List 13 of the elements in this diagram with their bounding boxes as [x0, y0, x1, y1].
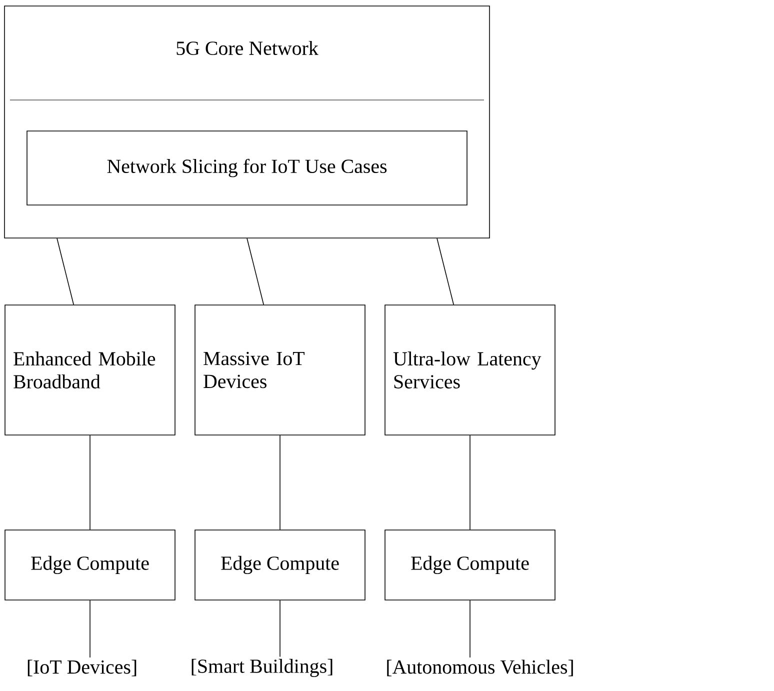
- edge-compute-box: Edge Compute: [194, 530, 366, 600]
- endpoint-label: [Autonomous Vehicles]: [387, 660, 573, 676]
- connector-line: [436, 238, 454, 305]
- connector-line: [246, 238, 264, 305]
- endpoint-label: [Smart Buildings]: [192, 658, 332, 678]
- edge-compute-box: Edge Compute: [384, 530, 556, 600]
- connector-line: [56, 238, 74, 305]
- slice-box: Massive IoT Devices: [194, 304, 366, 436]
- slice-box: Ultra-low Latency Services: [384, 304, 556, 436]
- endpoint-label: [IoT Devices]: [28, 660, 136, 676]
- slicing-box: Network Slicing for IoT Use Cases: [26, 130, 468, 206]
- slice-box: Enhanced Mobile Broadband: [4, 304, 176, 436]
- edge-compute-box: Edge Compute: [4, 530, 176, 600]
